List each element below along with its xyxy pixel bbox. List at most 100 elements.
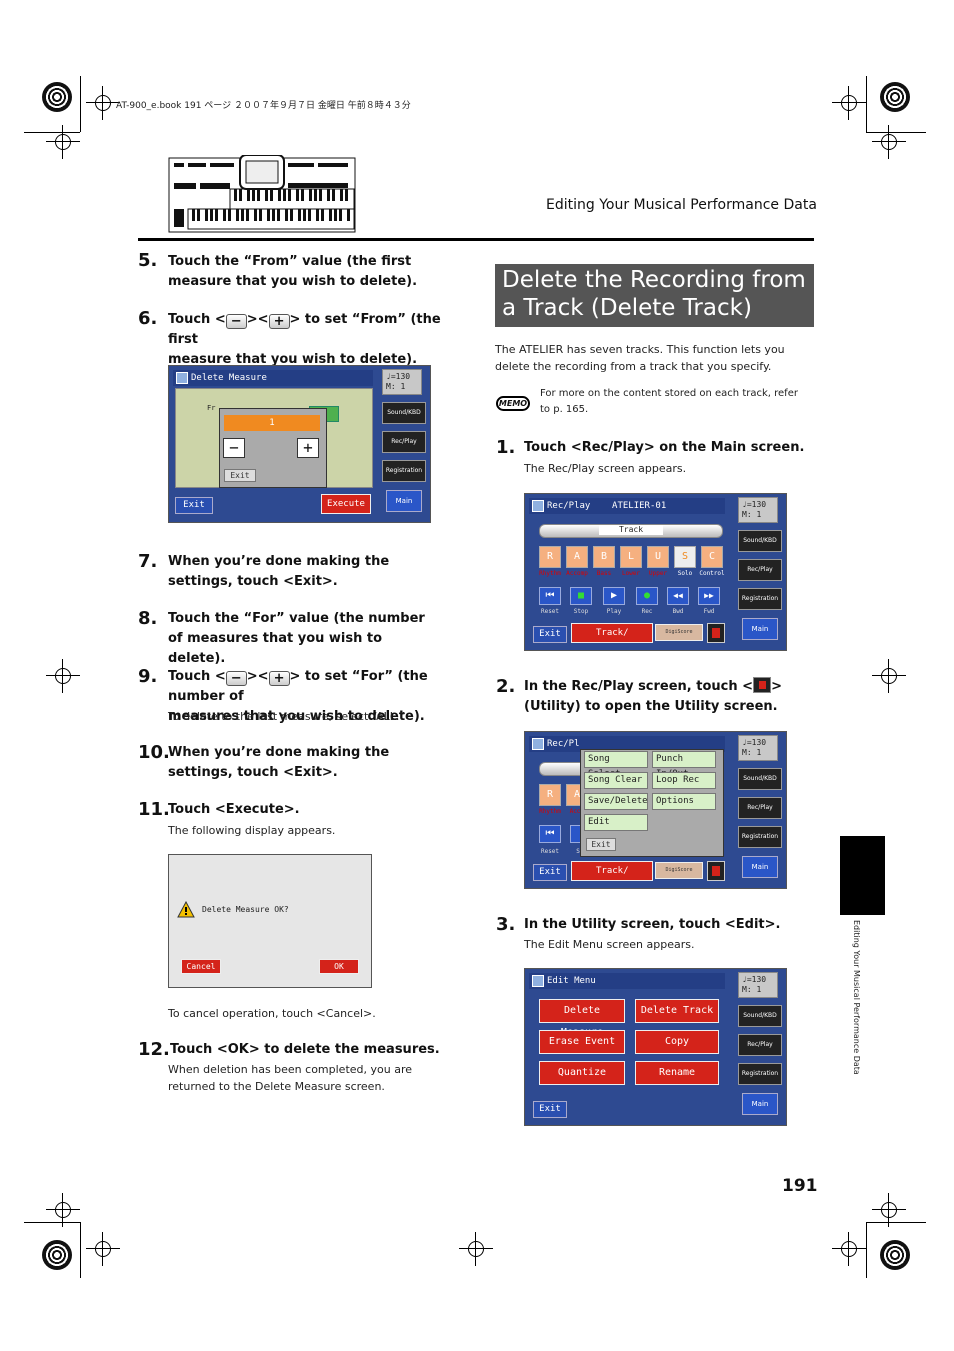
screen-icon: [532, 738, 544, 750]
delete-measure-button[interactable]: Delete Measure: [539, 999, 625, 1038]
erase-event-button[interactable]: Erase Event: [539, 1030, 625, 1054]
stop-button[interactable]: ■: [570, 587, 592, 605]
print-info: AT-900_e.book 191 ページ ２００７年９月７日 金曜日 午前８時…: [116, 101, 411, 111]
sound-kbd-button[interactable]: Sound/KBD: [382, 402, 426, 424]
exit-button[interactable]: Exit: [175, 497, 213, 514]
track-bass-button[interactable]: B: [593, 546, 615, 568]
target-mark: [42, 1240, 72, 1270]
track-accomp-button[interactable]: A: [566, 546, 588, 568]
exit-button[interactable]: Exit: [533, 864, 567, 881]
registration-button[interactable]: Registration: [738, 826, 782, 848]
bwd-button[interactable]: ◀◀: [667, 587, 689, 605]
registration-mark: [86, 1232, 120, 1266]
options-button[interactable]: Options: [652, 793, 716, 810]
song-select-button[interactable]: Song Select: [584, 751, 648, 779]
punch-in-out-button[interactable]: Punch In/Out: [652, 751, 716, 779]
section-heading: Delete the Recording from a Track (Delet…: [495, 264, 814, 327]
registration-mark: [872, 659, 906, 693]
registration-button[interactable]: Registration: [738, 588, 782, 610]
ok-button[interactable]: OK: [319, 959, 359, 974]
minus-button[interactable]: −: [223, 438, 245, 458]
sound-kbd-button[interactable]: Sound/KBD: [738, 768, 782, 790]
reset-button[interactable]: ⏮: [539, 587, 561, 605]
track-rhythm-button[interactable]: R: [539, 784, 561, 806]
main-button[interactable]: Main: [742, 856, 778, 878]
track-solo-button[interactable]: S: [674, 546, 696, 568]
screen-icon: [176, 372, 188, 384]
registration-mark: [86, 86, 120, 120]
cancel-button[interactable]: Cancel: [181, 959, 221, 974]
control-label: Reset: [540, 848, 560, 855]
execute-button[interactable]: Execute: [321, 494, 371, 514]
track-lower-button[interactable]: L: [620, 546, 642, 568]
save-delete-button[interactable]: Save/Delete: [584, 793, 648, 810]
target-mark: [880, 82, 910, 112]
control-label: Play: [606, 608, 622, 615]
registration-mark: [832, 1232, 866, 1266]
header-rule: [138, 238, 814, 241]
fwd-button[interactable]: ▶▶: [698, 587, 720, 605]
utility-button[interactable]: [707, 623, 725, 643]
main-button[interactable]: Main: [742, 1093, 778, 1115]
step-text: Touch the “For” value (the number of mea…: [168, 611, 425, 666]
popup-exit-button[interactable]: Exit: [586, 838, 616, 851]
step-number: 9.: [138, 666, 158, 687]
rename-button[interactable]: Rename: [635, 1061, 719, 1085]
step-text: In the Rec/Play screen, touch <> (Utilit…: [524, 677, 782, 714]
track-control-button[interactable]: C: [701, 546, 723, 568]
step-number: 7.: [138, 551, 158, 572]
registration-button[interactable]: Registration: [382, 460, 426, 482]
step-text: Touch <−><+> to set “For” (the number of…: [168, 669, 428, 724]
track-select-button[interactable]: Track/: [571, 623, 653, 643]
rec-play-button[interactable]: Rec/Play: [738, 1034, 782, 1056]
step-text: Touch <OK> to delete the measures.: [170, 1042, 440, 1057]
registration-button[interactable]: Registration: [738, 1063, 782, 1085]
screen-header: Edit Menu: [529, 973, 725, 989]
play-button[interactable]: ▶: [603, 587, 625, 605]
track-name: Rhythm: [539, 808, 561, 815]
main-button[interactable]: Main: [386, 490, 422, 512]
sound-kbd-button[interactable]: Sound/KBD: [738, 1005, 782, 1027]
loop-rec-button[interactable]: Loop Rec: [652, 772, 716, 789]
target-mark: [880, 1240, 910, 1270]
screen-icon: [532, 500, 544, 512]
edit-button[interactable]: Edit: [584, 814, 648, 831]
exit-button[interactable]: Exit: [533, 1101, 567, 1118]
track-label: Track: [599, 525, 663, 535]
copy-button[interactable]: Copy: [635, 1030, 719, 1054]
rec-play-button[interactable]: Rec/Play: [382, 431, 426, 453]
utility-button[interactable]: [707, 861, 725, 881]
digiscore-button[interactable]: DigiScore: [655, 624, 703, 641]
plus-button[interactable]: +: [297, 438, 319, 458]
track-select-button[interactable]: Track/: [571, 861, 653, 881]
section-title: Editing Your Musical Performance Data: [546, 197, 817, 213]
popup-exit-button[interactable]: Exit: [224, 469, 256, 482]
rec-button[interactable]: ●: [636, 587, 658, 605]
side-tab: [840, 836, 885, 915]
digiscore-button[interactable]: DigiScore: [655, 862, 703, 879]
step-number: 2.: [496, 676, 516, 697]
track-upper-button[interactable]: U: [647, 546, 669, 568]
track-rhythm-button[interactable]: R: [539, 546, 561, 568]
step-number: 12.: [138, 1039, 170, 1060]
track-name: Solo: [677, 570, 693, 577]
target-mark: [42, 82, 72, 112]
rec-play-button[interactable]: Rec/Play: [738, 559, 782, 581]
quantize-button[interactable]: Quantize: [539, 1061, 625, 1085]
registration-mark: [832, 86, 866, 120]
step-number: 1.: [496, 437, 516, 458]
sound-kbd-button[interactable]: Sound/KBD: [738, 530, 782, 552]
exit-button[interactable]: Exit: [533, 626, 567, 643]
rec-play-button[interactable]: Rec/Play: [738, 797, 782, 819]
step-text: Touch the “From” value (the first measur…: [168, 254, 418, 289]
delete-track-button[interactable]: Delete Track: [635, 999, 719, 1023]
song-clear-button[interactable]: Song Clear: [584, 772, 648, 789]
track-name: Control: [699, 570, 725, 577]
reset-button[interactable]: ⏮: [539, 825, 561, 843]
main-button[interactable]: Main: [742, 618, 778, 640]
plus-button-icon: +: [268, 314, 290, 329]
screen-header: Rec/Pl: [529, 736, 725, 752]
track-name: Upper: [648, 570, 668, 577]
